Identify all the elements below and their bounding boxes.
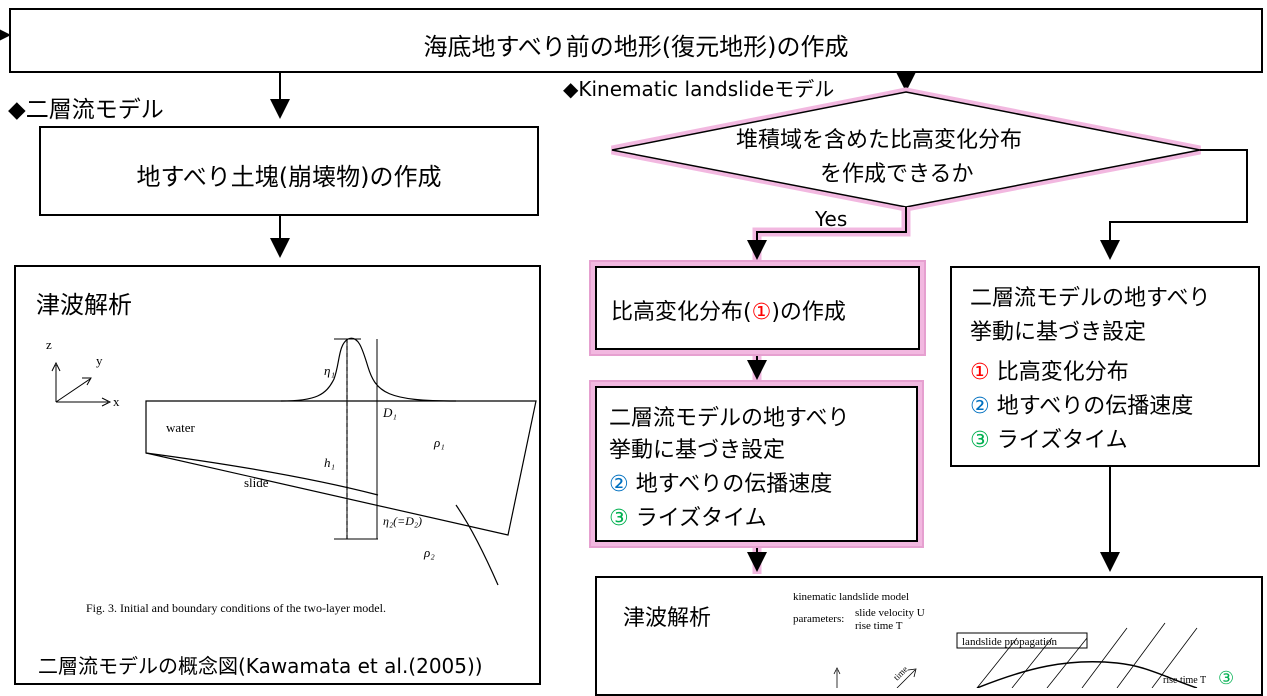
water-label: water (166, 420, 196, 435)
decision-text-1: 堆積域を含めた比高変化分布 (736, 128, 1023, 153)
slide-right-curve (455, 504, 499, 586)
elevation-distribution-box: 比高変化分布(①)の作成 (595, 266, 920, 350)
landslide-mass-box: 地すべり土塊(崩壊物)の作成 (39, 126, 539, 216)
english-caption: Fig. 3. Initial and boundary conditions … (86, 601, 386, 615)
two-layer-setting-box: 二層流モデルの地すべり 挙動に基づき設定 ② 地すべりの伝播速度 ③ ライズタイ… (595, 386, 918, 542)
slide-top-curve (145, 452, 379, 496)
axis-z-label: z (46, 337, 52, 352)
slide-label: slide (244, 475, 269, 490)
setting-no-line-1: 二層流モデルの地すべり (970, 286, 1211, 311)
param-velocity: slide velocity U (855, 607, 925, 619)
yes-label: Yes (815, 207, 848, 231)
rise-time-label: rise time T (1163, 675, 1206, 686)
setting-no-item-1: ① 比高変化分布 (970, 360, 1129, 385)
water-surface-wave (280, 337, 457, 402)
d1-label: D₁ (382, 405, 397, 420)
param-rise-time: rise time T (855, 620, 903, 632)
right-tsunami-analysis-box: 津波解析 kinematic landslide model parameter… (595, 576, 1263, 696)
left-tsunami-analysis-box: 津波解析 z y x η₁ D₁ h₁ ρ₁ water slide η₂(=D… (14, 265, 541, 685)
propagation-label: landslide propagation (962, 636, 1058, 648)
two-layer-figure: z y x η₁ D₁ h₁ ρ₁ water slide η₂(=D₂) ρ₂… (46, 337, 537, 615)
rho1-label: ρ₁ (433, 435, 445, 450)
left-analysis-title: 津波解析 (36, 291, 132, 319)
h1-label: h₁ (324, 455, 335, 470)
two-layer-setting-box-no: 二層流モデルの地すべり 挙動に基づき設定 ① 比高変化分布 ② 地すべりの伝播速… (950, 266, 1260, 467)
axis-x-label: x (113, 394, 120, 409)
setting-no-item-2: ② 地すべりの伝播速度 (970, 394, 1194, 419)
setting-item-velocity: ② 地すべりの伝播速度 (609, 472, 833, 497)
time-axis-label: time (891, 664, 909, 682)
right-analysis-title: 津波解析 (623, 606, 712, 631)
eta1-label: η₁ (324, 363, 335, 378)
setting-line-1: 二層流モデルの地すべり (609, 406, 850, 431)
restored-terrain-label: 海底地すべり前の地形(復元地形)の作成 (423, 33, 849, 61)
model-name-label: kinematic landslide model (793, 591, 909, 603)
restored-terrain-box: 海底地すべり前の地形(復元地形)の作成 (9, 8, 1263, 73)
rho2-label: ρ₂ (423, 545, 435, 560)
landslide-mass-label: 地すべり土塊(崩壊物)の作成 (136, 163, 442, 191)
axes-icon (51, 361, 112, 407)
water-block (145, 400, 537, 536)
rise-time-mark: ③ (1218, 668, 1234, 688)
axis-y-label: y (96, 353, 103, 368)
eta2-label: η₂(=D₂) (383, 514, 422, 528)
setting-line-2: 挙動に基づき設定 (609, 438, 786, 463)
elevation-distribution-label: 比高変化分布(①)の作成 (611, 300, 846, 325)
figure-caption-jp: 二層流モデルの概念図(Kawamata et al.(2005)) (38, 654, 483, 678)
params-label: parameters: (793, 613, 844, 625)
decision-text-2: を作成できるか (820, 162, 974, 187)
two-layer-section-title: ◆二層流モデル (8, 97, 164, 123)
setting-item-rise-time: ③ ライズタイム (609, 506, 767, 531)
kinematic-section-title: ◆Kinematic landslideモデル (563, 77, 835, 101)
flow-connectors (0, 25, 1248, 574)
kinematic-figure: kinematic landslide model parameters: sl… (793, 591, 1234, 688)
setting-no-item-3: ③ ライズタイム (970, 428, 1128, 453)
setting-no-line-2: 挙動に基づき設定 (970, 320, 1147, 345)
